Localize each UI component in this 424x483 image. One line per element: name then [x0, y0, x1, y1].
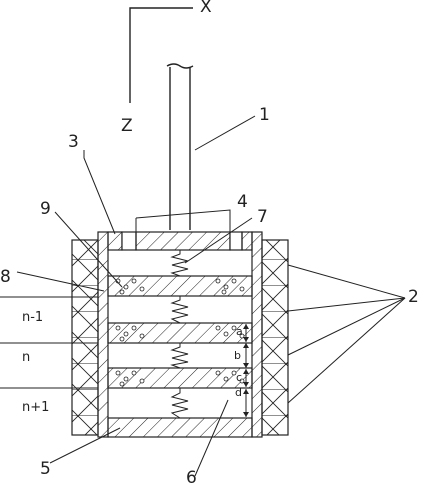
bottom-plate: [107, 417, 253, 438]
dim-d: d: [235, 386, 242, 399]
shaft: [166, 63, 194, 230]
springs: [170, 250, 189, 419]
spring-1: [170, 250, 189, 277]
coil-stack-right: [261, 239, 289, 436]
axis-lines: [129, 7, 193, 103]
top-cap: [135, 231, 231, 251]
spring-2: [170, 296, 189, 324]
dimension-arrows: a b c d: [234, 324, 249, 417]
shaft-break-mark: [166, 63, 194, 69]
callout-1: 1: [259, 105, 270, 125]
callout-6: 6: [186, 468, 197, 483]
dim-b: b: [234, 349, 241, 362]
spring-4: [170, 388, 189, 419]
callout-8: 8: [0, 267, 11, 287]
housing-wall-left: [97, 231, 109, 438]
plate-1: [107, 275, 253, 297]
plate-2: [107, 322, 253, 344]
dim-c: c: [236, 371, 242, 384]
callout-2: 2: [408, 287, 419, 307]
callout-4: 4: [237, 192, 248, 212]
level-label-next: n+1: [22, 400, 49, 415]
coil-stack-left: [71, 239, 99, 436]
callout-3: 3: [68, 132, 79, 152]
axis-x-label: X: [200, 0, 212, 17]
callout-7: 7: [257, 207, 268, 227]
housing-wall-right: [251, 231, 263, 438]
plate-3: [107, 367, 253, 389]
dim-a: a: [236, 325, 243, 338]
callouts: 1 2 3 4 5 6 7 8 9: [0, 105, 419, 483]
level-label-curr: n: [22, 350, 30, 365]
axis-z-label: Z: [121, 116, 133, 136]
callout-9: 9: [40, 199, 51, 219]
intermediate-plates: [107, 275, 253, 389]
axis-indicator: X Z: [121, 0, 212, 136]
leader-lines: [16, 115, 406, 477]
spring-3: [170, 343, 189, 369]
housing: [97, 231, 263, 438]
top-gap-left: [121, 231, 137, 251]
callout-5: 5: [40, 459, 51, 479]
level-lines: n-1 n n+1: [0, 296, 98, 415]
top-gap-right: [229, 231, 243, 251]
level-label-prev: n-1: [22, 310, 43, 325]
